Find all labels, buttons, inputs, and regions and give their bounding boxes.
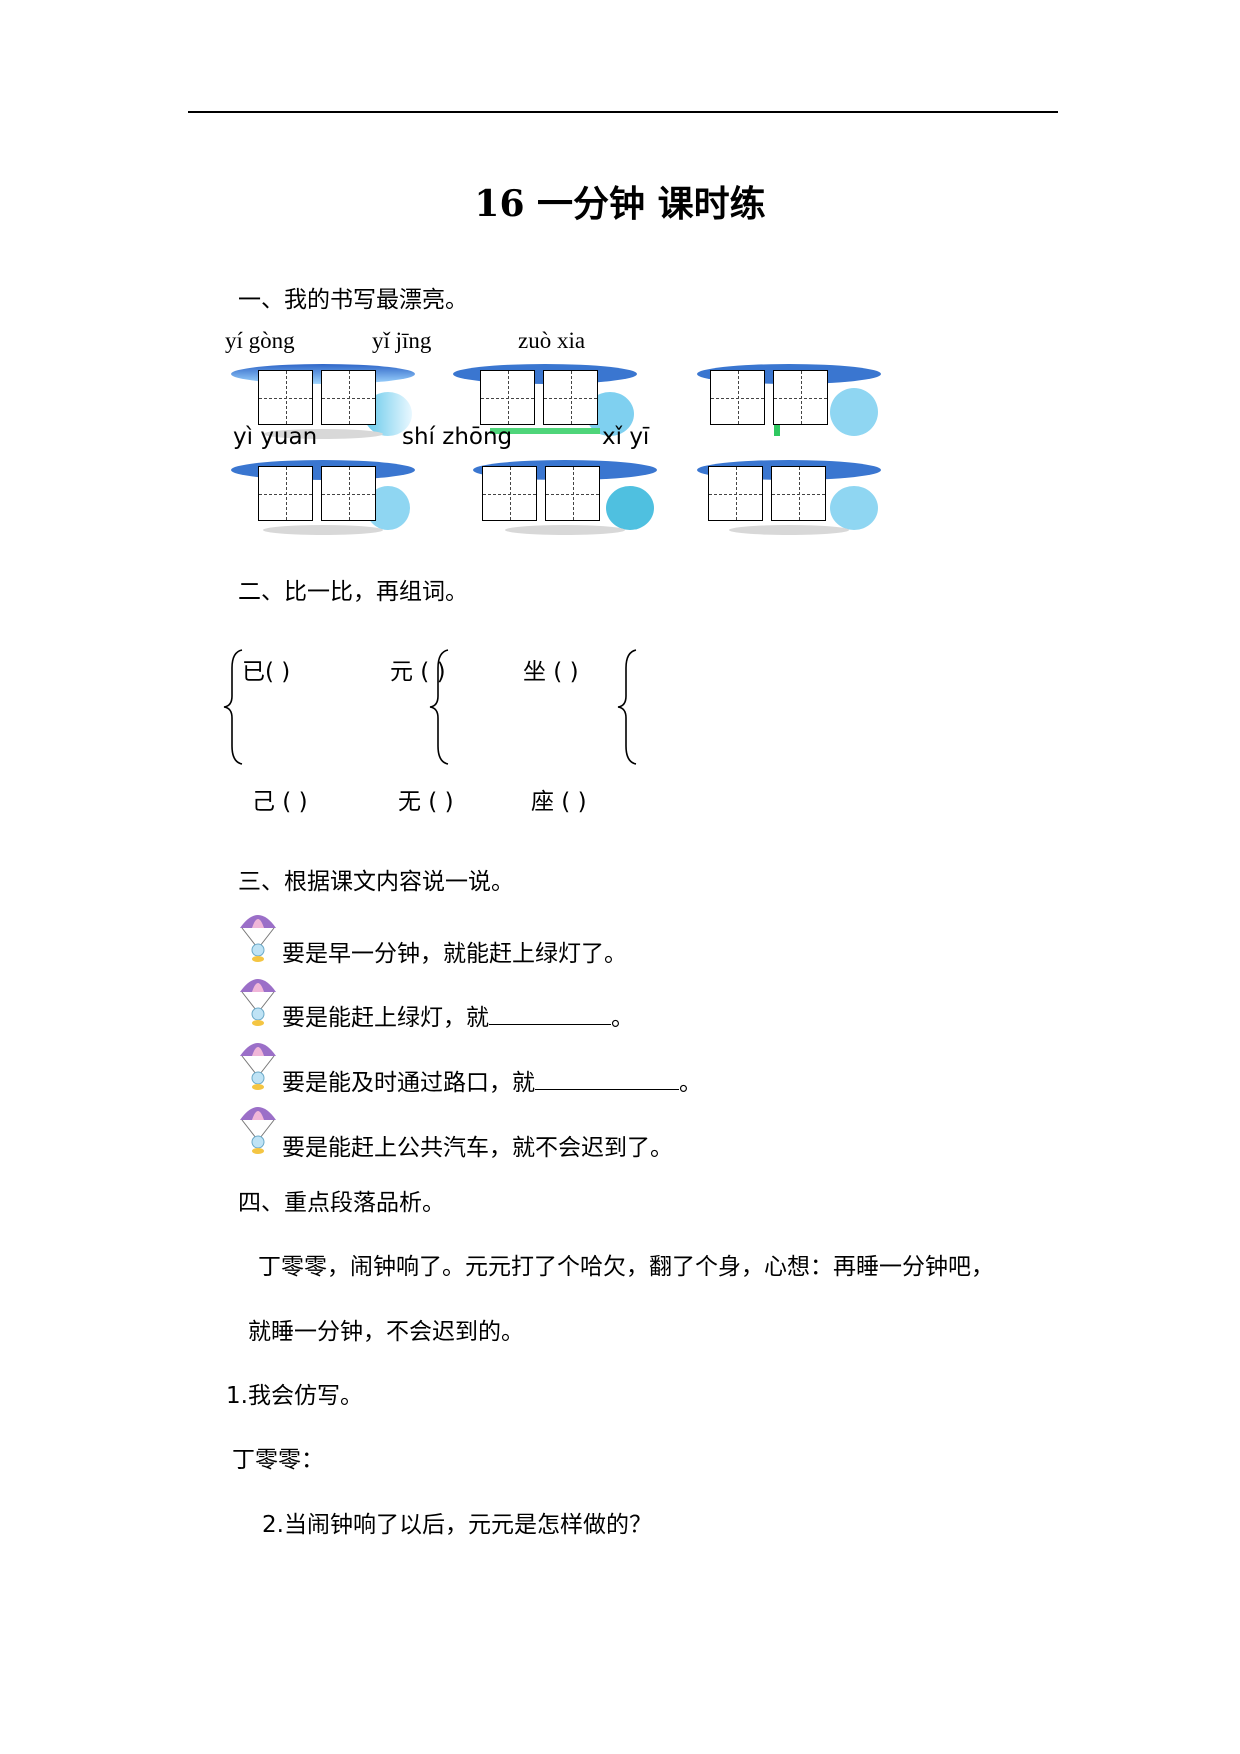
section2-heading: 二、比一比，再组词。 xyxy=(238,579,468,605)
tianzige-box[interactable] xyxy=(771,466,826,521)
sentence-prefix: 要是能及时通过路口，就 xyxy=(282,1070,535,1096)
compare-char-wu: 无 ( ) xyxy=(398,789,454,815)
passage-line: 丁零零，闹钟响了。元元打了个哈欠，翻了个身，心想：再睡一分钟吧， xyxy=(258,1254,994,1280)
writing-box-pair xyxy=(694,458,881,535)
writing-box-pair xyxy=(228,458,415,535)
compare-char-zuo: 坐 ( ) xyxy=(523,659,579,685)
parachute-icon xyxy=(240,915,276,962)
section4-heading: 四、重点段落品析。 xyxy=(238,1190,445,1216)
pinyin-shizhong: shí zhōng xyxy=(402,424,513,450)
pinyin-yigong: yí gòng xyxy=(225,328,295,353)
sentence-end: 。 xyxy=(611,1005,634,1031)
pinyin-yiyuan: yì yuan xyxy=(233,424,318,450)
tianzige-box[interactable] xyxy=(480,370,535,425)
compare-char-zuo2: 座 ( ) xyxy=(531,789,587,815)
answer-blank[interactable] xyxy=(535,1066,679,1090)
fill-in-line: 要是能赶上绿灯，就 。 xyxy=(282,998,634,1032)
parachute-icon xyxy=(240,1043,276,1090)
sentence-line: 要是早一分钟，就能赶上绿灯了。 xyxy=(282,941,627,967)
answer-label: 丁零零： xyxy=(232,1447,324,1473)
question-1: 1.我会仿写。 xyxy=(226,1383,363,1409)
sentence-prefix: 要是能赶上绿灯，就 xyxy=(282,1005,489,1031)
writing-box-pair xyxy=(470,458,657,535)
tianzige-box[interactable] xyxy=(321,370,376,425)
tianzige-box[interactable] xyxy=(545,466,600,521)
pinyin-xiyi: xǐ yī xyxy=(602,424,650,450)
compare-char-ji: 己 ( ) xyxy=(252,789,308,815)
tianzige-box[interactable] xyxy=(543,370,598,425)
tianzige-box[interactable] xyxy=(482,466,537,521)
tianzige-box[interactable] xyxy=(773,370,828,425)
fill-in-line: 要是能及时通过路口，就 。 xyxy=(282,1063,702,1097)
pinyin-zuoxia: zuò xia xyxy=(518,328,586,353)
page-title: 16 一分钟 课时练 xyxy=(474,183,766,225)
pinyin-yijing: yǐ jīng xyxy=(372,328,432,353)
writing-box-pair xyxy=(450,362,637,436)
left-brace xyxy=(223,649,243,765)
parachute-icon xyxy=(240,1107,276,1154)
answer-blank[interactable] xyxy=(489,1001,611,1025)
writing-box-pair xyxy=(694,362,881,436)
tianzige-box[interactable] xyxy=(321,466,376,521)
question-2: 2.当闹钟响了以后，元元是怎样做的？ xyxy=(262,1512,652,1538)
section3-heading: 三、根据课文内容说一说。 xyxy=(238,869,514,895)
left-brace xyxy=(617,649,637,765)
sentence-line: 要是能赶上公共汽车，就不会迟到了。 xyxy=(282,1135,673,1161)
sentence-end: 。 xyxy=(679,1070,702,1096)
section1-heading: 一、我的书写最漂亮。 xyxy=(238,287,468,313)
tianzige-box[interactable] xyxy=(710,370,765,425)
passage-line: 就睡一分钟，不会迟到的。 xyxy=(248,1319,524,1345)
writing-box-pair xyxy=(228,362,415,439)
parachute-icon xyxy=(240,979,276,1026)
tianzige-box[interactable] xyxy=(708,466,763,521)
left-brace xyxy=(429,649,449,765)
compare-char-yi: 已( ) xyxy=(242,659,291,685)
tianzige-box[interactable] xyxy=(258,466,313,521)
tianzige-box[interactable] xyxy=(258,370,313,425)
top-rule xyxy=(188,111,1058,113)
compare-char-yuan: 元 ( ) xyxy=(390,659,446,685)
